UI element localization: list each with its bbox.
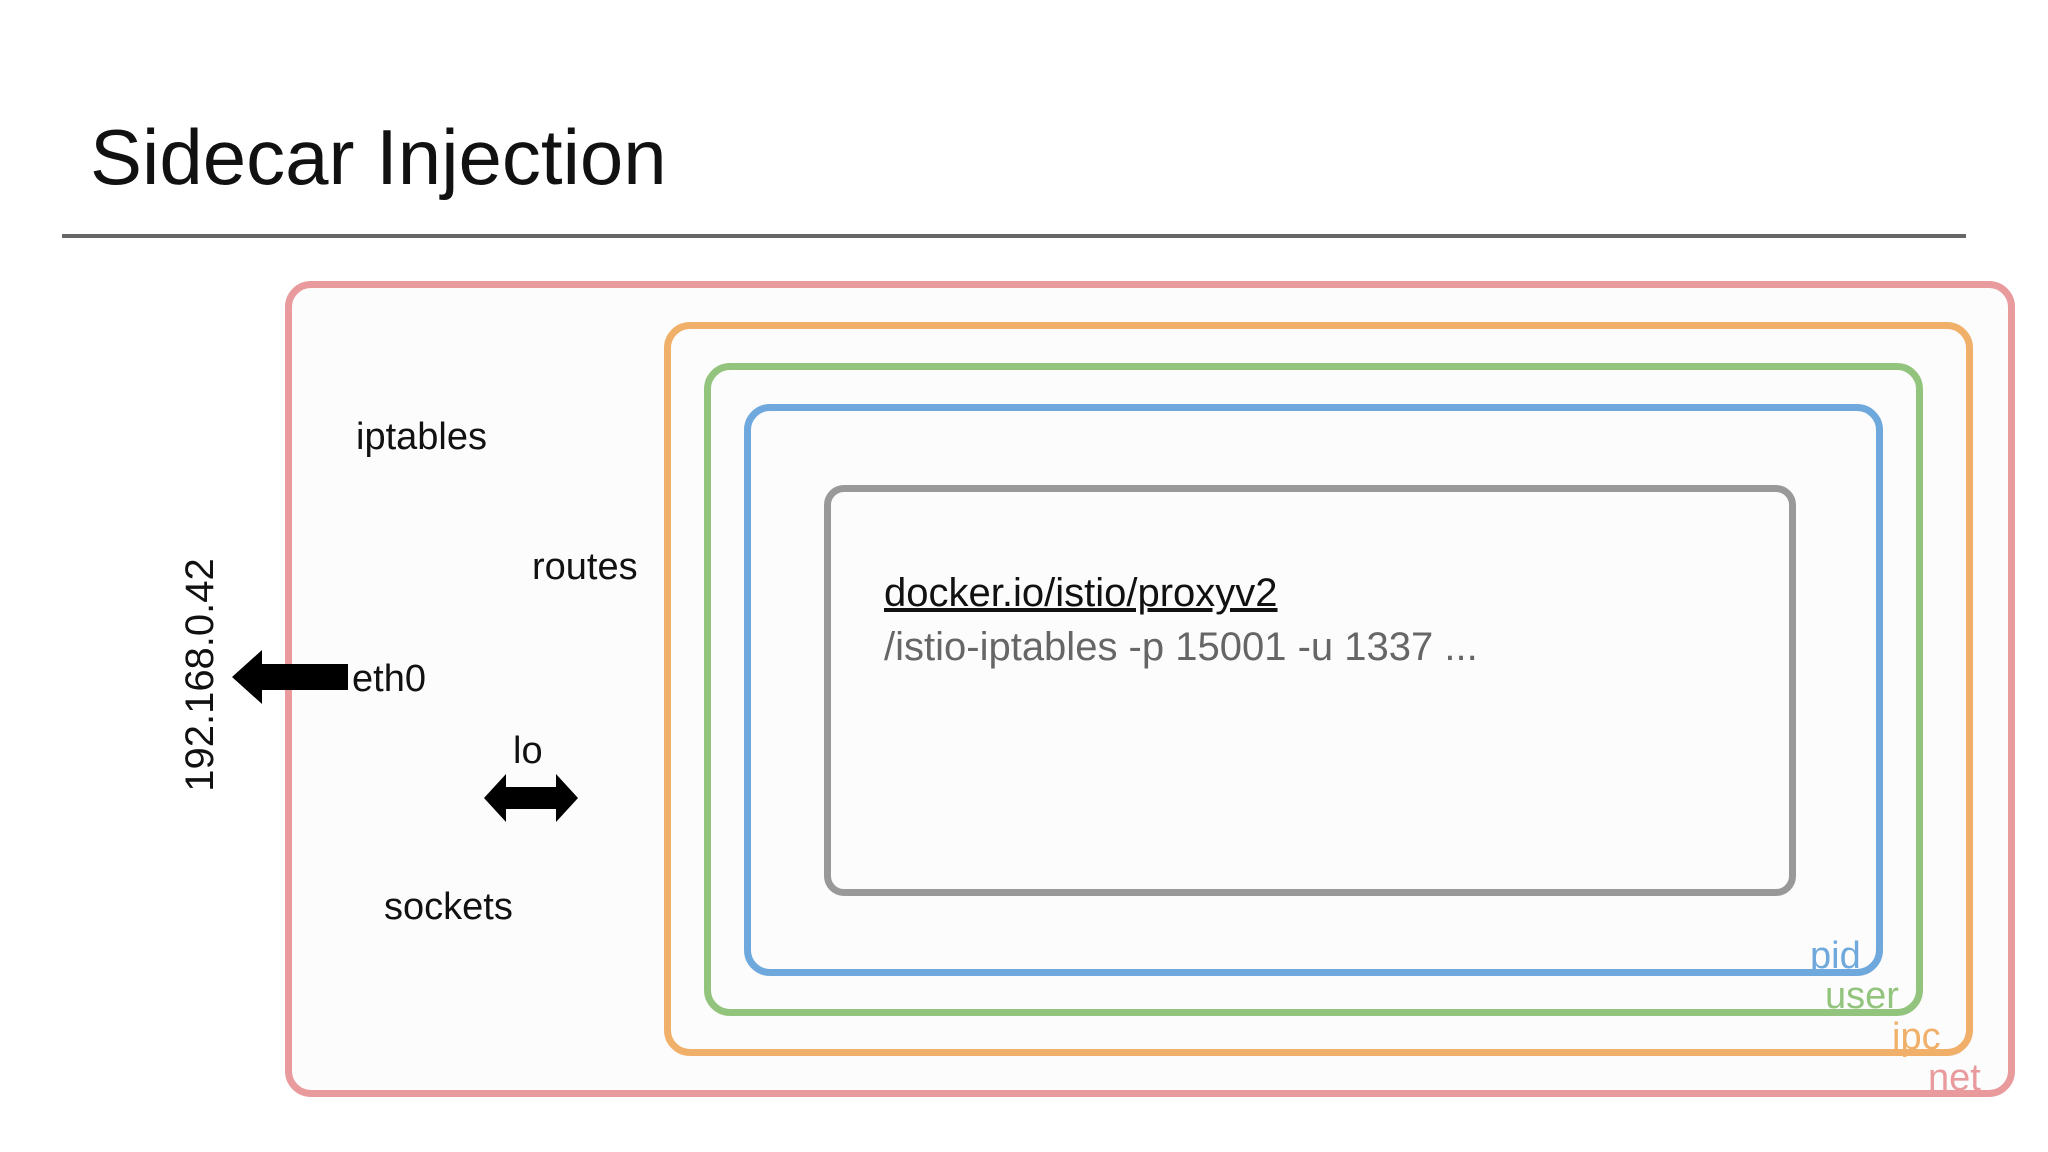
lo-label: lo — [513, 730, 543, 772]
iptables-label: iptables — [356, 416, 487, 458]
eth0-label: eth0 — [352, 658, 426, 700]
title-divider — [62, 234, 1966, 238]
container-image-name: docker.io/istio/proxyv2 — [884, 571, 1278, 615]
ip-address-label: 192.168.0.42 — [178, 558, 222, 792]
net-namespace-label: net — [1928, 1057, 1981, 1099]
net-namespace-box — [285, 281, 2015, 1097]
pid-namespace-box — [744, 404, 1883, 976]
sockets-label: sockets — [384, 886, 513, 928]
container-box — [824, 485, 1796, 896]
arrow-left-icon — [232, 650, 348, 704]
container-command: /istio-iptables -p 15001 -u 1337 ... — [884, 625, 1478, 669]
pid-namespace-label: pid — [1810, 935, 1861, 977]
user-namespace-box — [704, 363, 1923, 1016]
ipc-namespace-label: ipc — [1892, 1016, 1941, 1058]
routes-label: routes — [532, 546, 638, 588]
user-namespace-label: user — [1825, 975, 1899, 1017]
page-title: Sidecar Injection — [90, 113, 667, 201]
ipc-namespace-box — [664, 322, 1973, 1056]
arrow-left-right-icon — [484, 774, 578, 822]
